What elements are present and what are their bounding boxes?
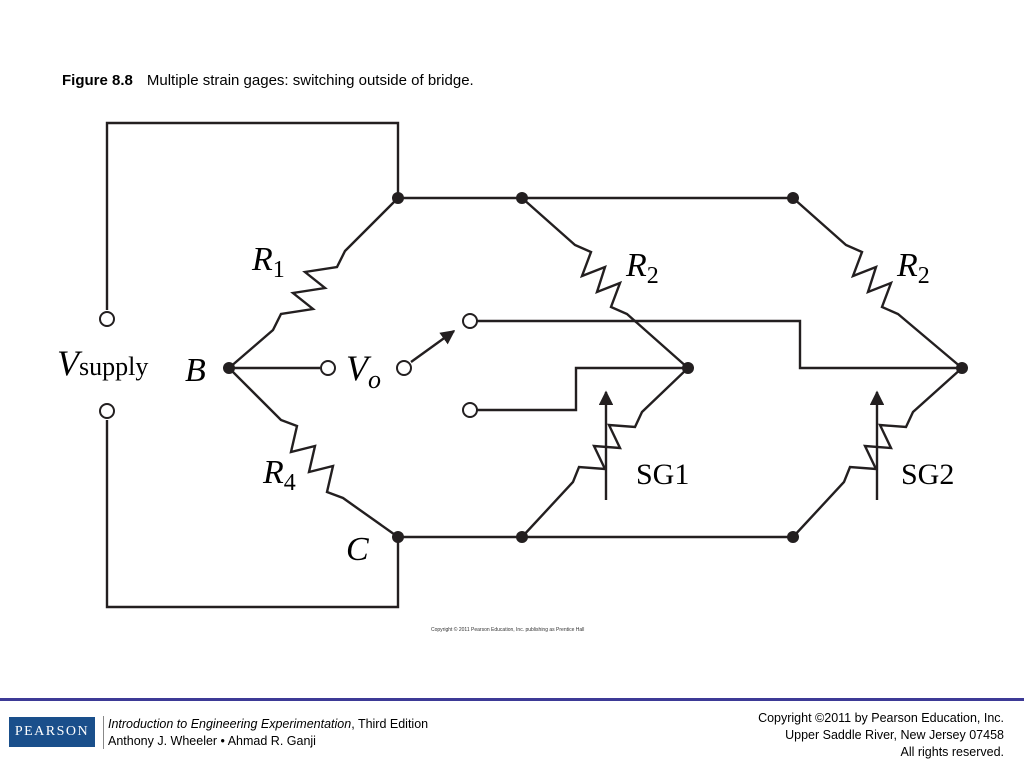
node-bottom-right xyxy=(787,531,799,543)
switch-arm xyxy=(410,330,456,363)
node-right-1 xyxy=(682,362,694,374)
vo-terminal-left xyxy=(320,360,336,376)
label-r2-first: R2 xyxy=(625,247,659,289)
supply-wire-top xyxy=(105,121,400,310)
footer-divider xyxy=(0,698,1024,701)
switch-contact-lower xyxy=(462,402,478,418)
supply-terminal-top xyxy=(99,311,115,327)
node-b xyxy=(223,362,235,374)
copyright-line-1: Copyright ©2011 by Pearson Education, In… xyxy=(758,711,1004,725)
resistor-r1 xyxy=(228,197,399,369)
supply-wire-bottom xyxy=(105,420,400,609)
switch-upper-wire xyxy=(470,319,962,370)
node-top-left xyxy=(392,192,404,204)
vo-terminal-right xyxy=(396,360,412,376)
figure-caption: Figure 8.8 Multiple strain gages: switchi… xyxy=(62,72,474,89)
switch-contact-upper xyxy=(462,313,478,329)
node-bottom-middle xyxy=(516,531,528,543)
switch-lower-wire xyxy=(470,366,688,412)
node-top-middle xyxy=(516,192,528,204)
label-v-supply: Vsupply xyxy=(57,343,148,383)
node-bottom-left xyxy=(392,531,404,543)
node-right-2 xyxy=(956,362,968,374)
figure-number: Figure 8.8 xyxy=(62,72,133,89)
book-edition: , Third Edition xyxy=(351,717,429,731)
label-node-c: C xyxy=(346,531,369,568)
label-node-b: B xyxy=(185,352,206,389)
resistor-r4 xyxy=(228,367,399,538)
resistor-r2-second xyxy=(792,197,963,369)
supply-terminal-bottom xyxy=(99,403,115,419)
label-r2-second: R2 xyxy=(896,247,930,289)
logo-text: PEARSON xyxy=(14,724,90,739)
image-credit: Copyright © 2011 Pearson Education, Inc.… xyxy=(431,627,585,633)
book-authors: Anthony J. Wheeler • Ahmad R. Ganji xyxy=(108,734,316,748)
node-top-right xyxy=(787,192,799,204)
circuit-diagram: R1 R2 R2 R4 Vsupply B C Vo SG1 SG2 xyxy=(57,121,968,609)
book-title-line: Introduction to Engineering Experimentat… xyxy=(108,716,428,733)
copyright-notice: Copyright ©2011 by Pearson Education, In… xyxy=(758,710,1004,761)
book-info: Introduction to Engineering Experimentat… xyxy=(103,716,428,749)
copyright-line-2: Upper Saddle River, New Jersey 07458 xyxy=(785,728,1004,742)
label-sg1: SG1 xyxy=(636,458,689,491)
copyright-line-3: All rights reserved. xyxy=(900,745,1004,759)
resistor-r2-first xyxy=(521,197,689,369)
label-r4: R4 xyxy=(262,454,296,496)
figure-title: Multiple strain gages: switching outside… xyxy=(146,72,474,89)
label-r1: R1 xyxy=(251,241,285,283)
book-title: Introduction to Engineering Experimentat… xyxy=(108,717,352,731)
label-sg2: SG2 xyxy=(901,458,954,491)
pearson-logo: PEARSON xyxy=(9,717,95,747)
label-vo: Vo xyxy=(346,348,381,394)
